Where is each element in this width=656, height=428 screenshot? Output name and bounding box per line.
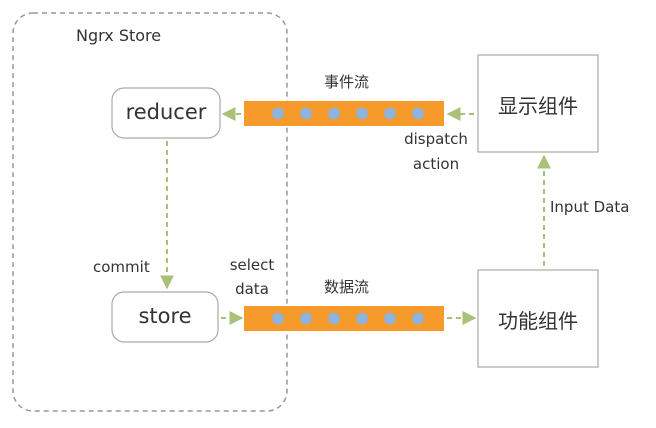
ngrx-store-container <box>12 12 288 412</box>
feature-component-node <box>477 269 599 368</box>
stream-dot <box>412 312 424 325</box>
stream-dot <box>384 312 396 325</box>
stream-dot <box>272 312 284 325</box>
data-stream-bar <box>244 306 444 331</box>
store-node <box>111 291 219 343</box>
stream-dot <box>272 107 284 120</box>
store-label: store <box>138 304 192 328</box>
stream-dot <box>300 107 312 120</box>
stream-dot <box>356 312 368 325</box>
feature-component-label: 功能组件 <box>498 309 578 333</box>
commit-label: commit <box>93 258 150 276</box>
display-component-label: 显示组件 <box>498 94 578 118</box>
stream-dot <box>300 312 312 325</box>
event-stream-bar <box>244 101 444 126</box>
select-label-line1: select <box>229 256 275 274</box>
stream-dot <box>384 107 396 120</box>
ngrx-store-title: Ngrx Store <box>76 26 162 45</box>
data-stream-label: 数据流 <box>324 278 370 296</box>
stream-dot <box>356 107 368 120</box>
dispatch-label-line2: action <box>412 155 460 173</box>
stream-dot <box>328 107 340 120</box>
display-component-node <box>477 54 599 153</box>
event-stream-label: 事件流 <box>324 73 370 91</box>
input-data-label: Input Data <box>550 198 630 216</box>
stream-dot <box>412 107 424 120</box>
reducer-label: reducer <box>125 100 207 124</box>
reducer-node <box>111 87 221 139</box>
select-label-line2: data <box>235 280 269 298</box>
data-stream-dots <box>272 312 424 325</box>
dispatch-label-line1: dispatch <box>404 130 468 148</box>
event-stream-dots <box>272 107 424 120</box>
stream-dot <box>328 312 340 325</box>
